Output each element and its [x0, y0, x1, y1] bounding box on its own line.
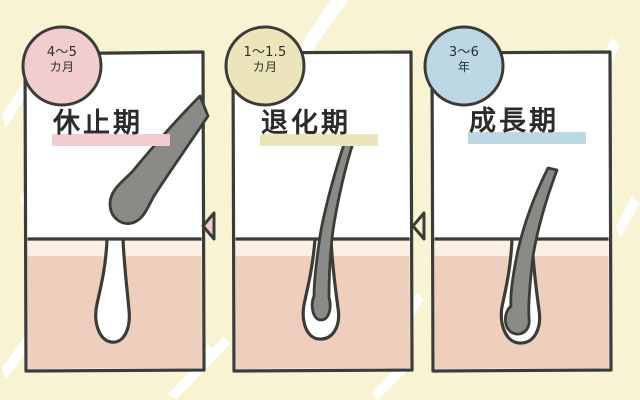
streak-3 — [2, 80, 30, 128]
title-highlight-anagen — [468, 132, 586, 144]
badge-circle-anagen[interactable] — [423, 25, 505, 107]
club-hair-shaft — [108, 94, 210, 225]
panel-telogen-content — [27, 237, 202, 369]
title-highlight-catagen — [260, 134, 378, 146]
catagen-hair-shaft — [310, 136, 356, 322]
empty-follicle-cavity — [94, 237, 131, 344]
arrow-left-2[interactable] — [411, 211, 426, 241]
panel-title-anagen: 成長期 — [469, 106, 559, 137]
streak-10 — [372, 364, 408, 400]
badge-circle-catagen[interactable] — [224, 25, 306, 107]
title-highlight-telogen — [52, 134, 170, 146]
streak-6 — [616, 196, 640, 238]
panel-title-catagen: 退化期 — [261, 108, 351, 139]
anagen-hair-shaft — [503, 166, 559, 336]
panel-anagen-content — [434, 166, 609, 369]
panel-anagen[interactable] — [430, 50, 613, 373]
arrow-left-1[interactable] — [201, 211, 216, 241]
panel-telogen[interactable] — [23, 50, 210, 373]
panel-catagen[interactable] — [231, 50, 414, 373]
badge-circle-telogen[interactable] — [21, 25, 103, 107]
panel-title-telogen: 休止期 — [53, 108, 143, 139]
detached-club-hair — [108, 94, 210, 225]
panel-catagen-content — [235, 136, 410, 369]
